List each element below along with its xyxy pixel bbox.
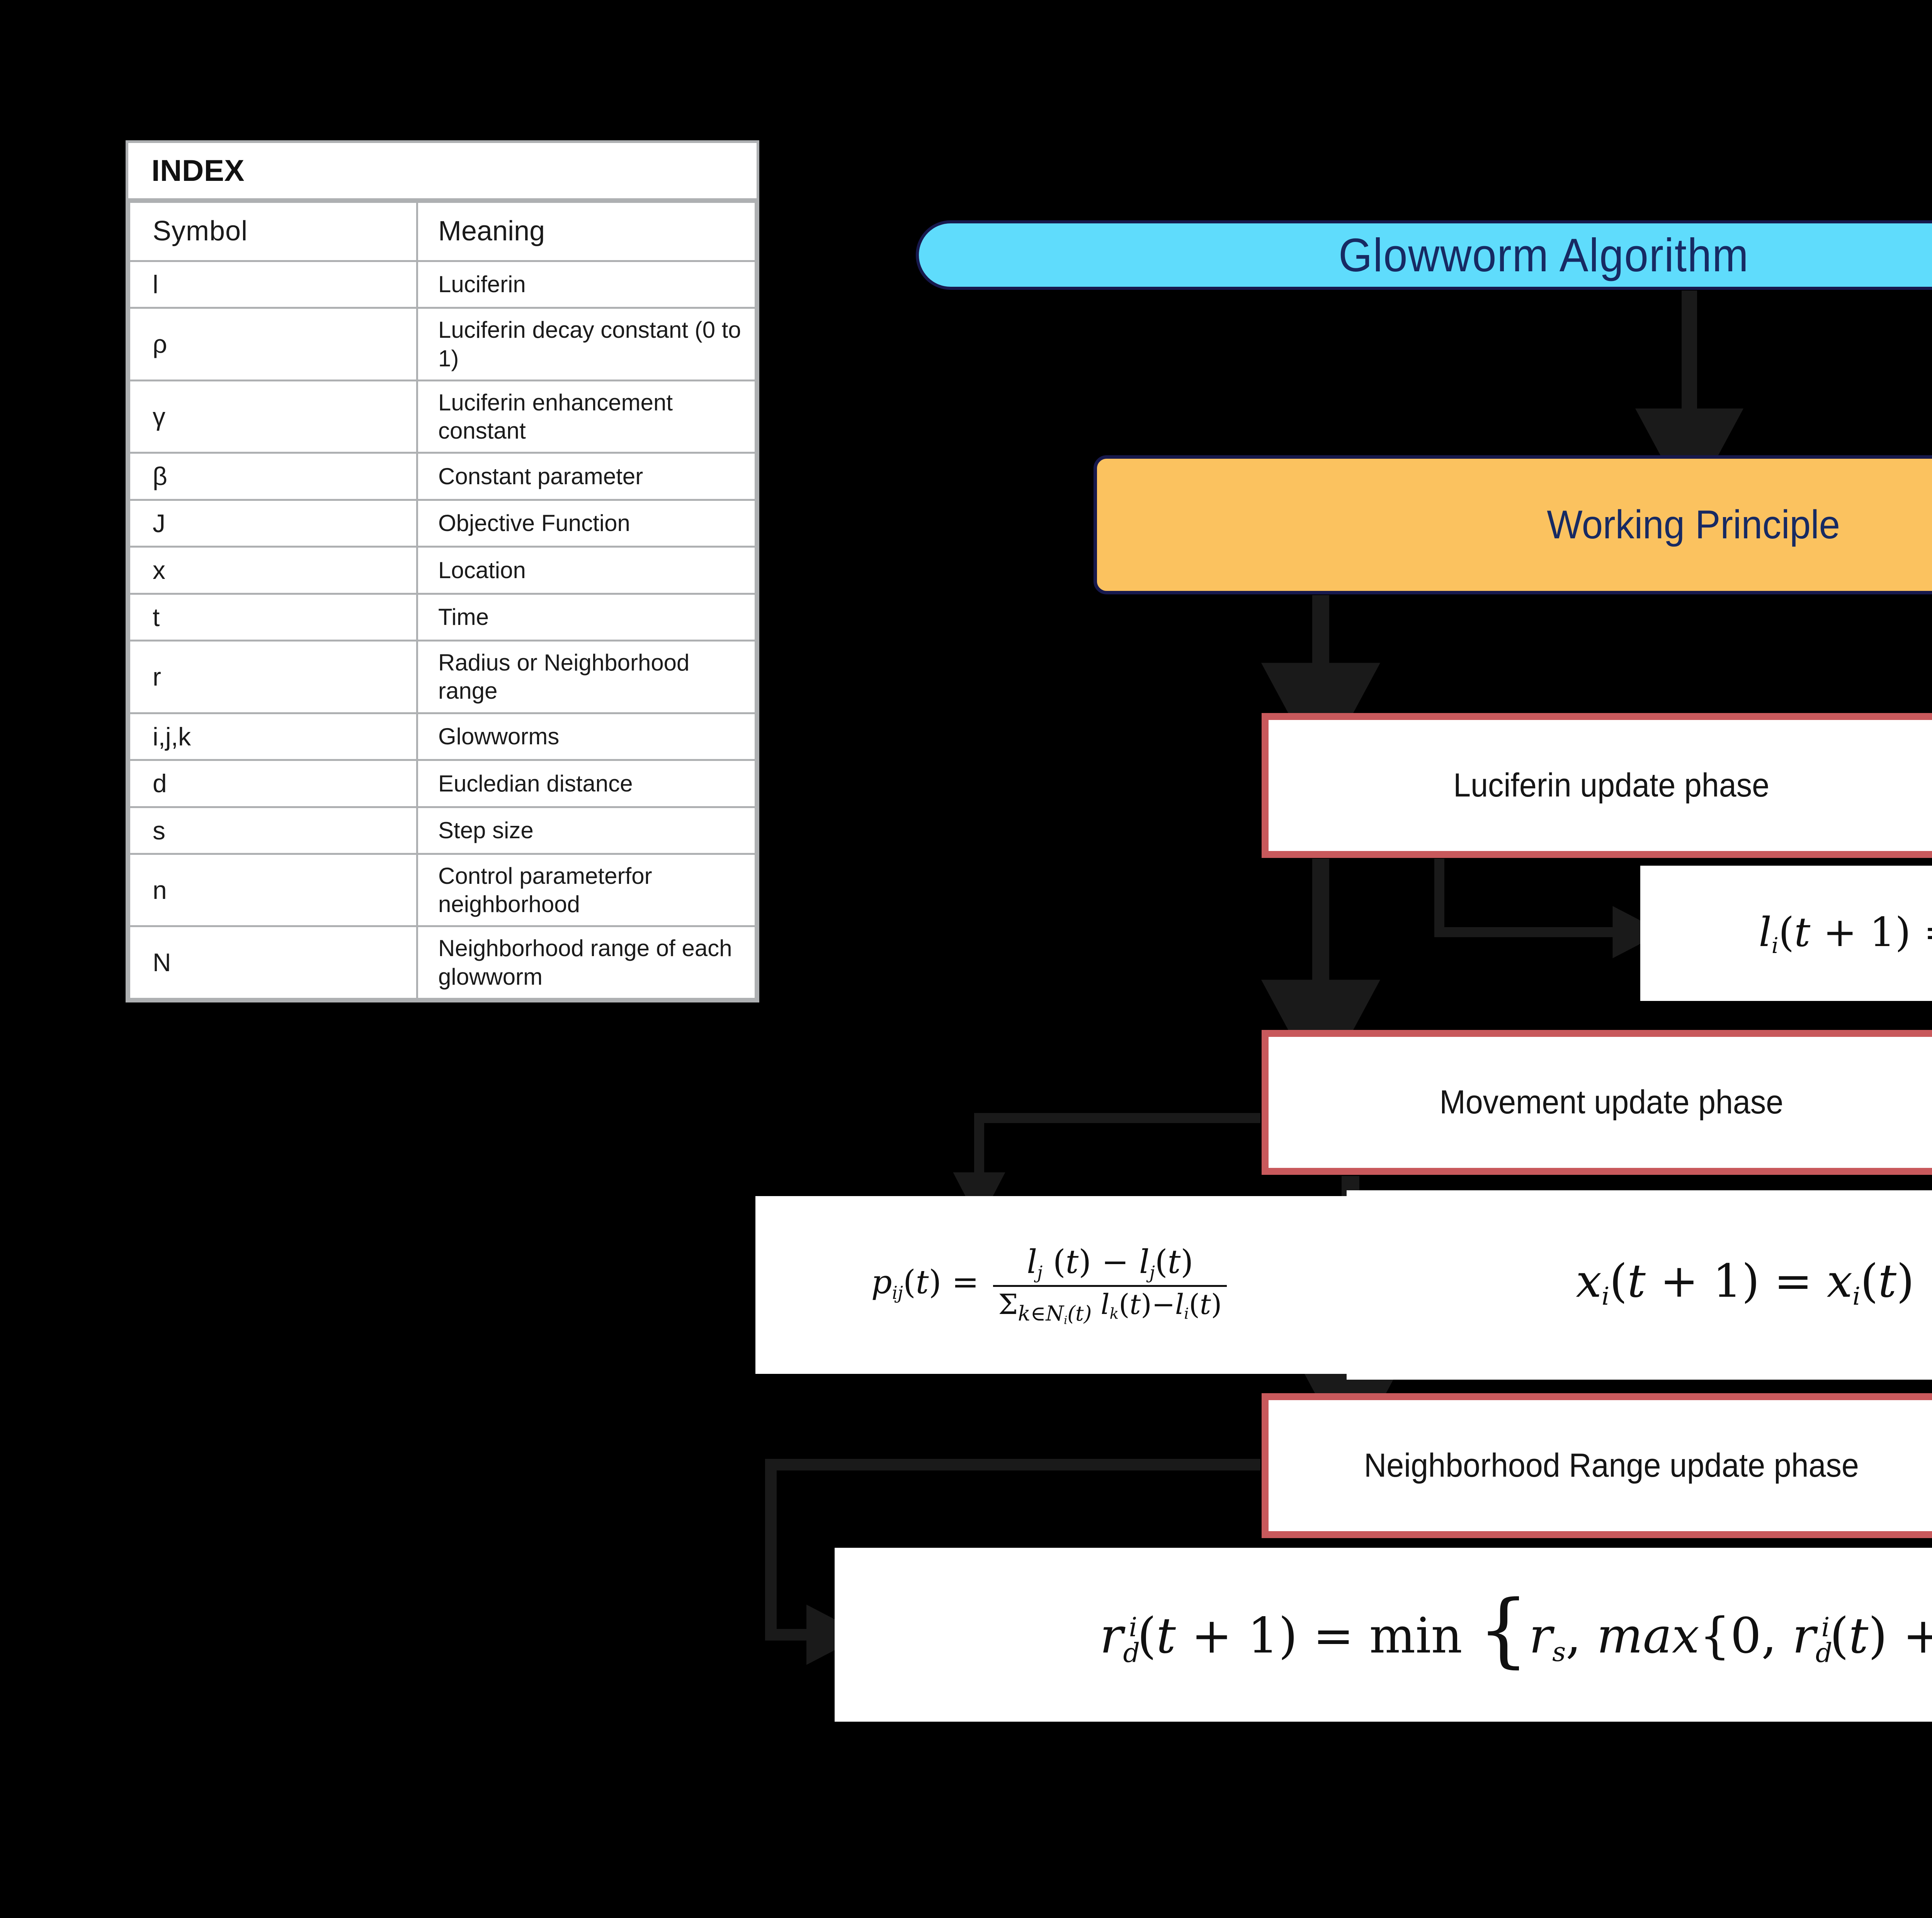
- row-symbol: d: [128, 759, 418, 808]
- equation-movement-update: xi(t + 1) = xi(t) + s [ xj (t)− xi(t) ‖x…: [1576, 1254, 1932, 1311]
- row-meaning: Neighborhood range of each glowworm: [416, 925, 757, 1000]
- phase-node-neighborhood: Neighborhood Range update phase: [1262, 1393, 1932, 1538]
- table-row: t Time: [128, 592, 757, 642]
- row-symbol: ρ: [128, 307, 418, 381]
- row-symbol: t: [128, 592, 418, 642]
- phase-node-luciferin: Luciferin update phase: [1262, 713, 1932, 858]
- row-meaning: Objective Function: [416, 499, 757, 548]
- row-symbol: J: [128, 499, 418, 548]
- table-row: x Location: [128, 546, 757, 595]
- row-meaning: Eucledian distance: [416, 759, 757, 808]
- row-meaning: Location: [416, 546, 757, 595]
- row-symbol: N: [128, 925, 418, 1000]
- table-row: γ Luciferin enhancement constant: [128, 379, 757, 454]
- column-header-symbol: Symbol: [128, 201, 418, 262]
- table-row: n Control parameterfor neighborhood: [128, 853, 757, 928]
- equation-panel-probability: pij(t) = lj (t) − lj(t) Σk∈Ni(t) lk(t)−l…: [755, 1196, 1347, 1374]
- table-row: d Eucledian distance: [128, 759, 757, 808]
- equation-panel-range-update: rdi(t + 1) = min {rs, max{0, rdi(t) + β(…: [835, 1548, 1932, 1722]
- row-meaning: Luciferin enhancement constant: [416, 379, 757, 454]
- working-principle-node: Working Principle: [1094, 455, 1932, 594]
- table-row: s Step size: [128, 806, 757, 855]
- phase-label: Neighborhood Range update phase: [1364, 1447, 1859, 1484]
- row-meaning: Luciferin: [416, 260, 757, 309]
- diagram-title-banner: Glowworm Algorithm: [916, 220, 1932, 290]
- row-symbol: x: [128, 546, 418, 595]
- symbol-meaning-table: Symbol Meaning l Luciferin ρ Luciferin d…: [128, 201, 757, 1000]
- equation-probability: pij(t) = lj (t) − lj(t) Σk∈Ni(t) lk(t)−l…: [871, 1243, 1231, 1327]
- index-table: INDEX Symbol Meaning l Luciferin ρ Lucif…: [126, 140, 759, 1002]
- phase-label: Movement update phase: [1439, 1084, 1783, 1121]
- table-row: l Luciferin: [128, 260, 757, 309]
- table-header-row: Symbol Meaning: [128, 201, 757, 262]
- table-row: ρ Luciferin decay constant (0 to 1): [128, 307, 757, 381]
- row-meaning: Glowworms: [416, 712, 757, 761]
- phase-label: Luciferin update phase: [1453, 767, 1770, 804]
- index-table-heading: INDEX: [128, 143, 757, 201]
- row-meaning: Step size: [416, 806, 757, 855]
- equation-range-update: rdi(t + 1) = min {rs, max{0, rdi(t) + β(…: [1100, 1583, 1932, 1677]
- equation-panel-luciferin-update: li(t + 1) = (1 − ρ)li(t) + γJ(xi(x + 1)): [1640, 866, 1932, 1001]
- table-row: N Neighborhood range of each glowworm: [128, 925, 757, 1000]
- equation-panel-movement-update: xi(t + 1) = xi(t) + s [ xj (t)− xi(t) ‖x…: [1347, 1190, 1932, 1380]
- row-meaning: Constant parameter: [416, 452, 757, 501]
- table-row: J Objective Function: [128, 499, 757, 548]
- row-meaning: Control parameterfor neighborhood: [416, 853, 757, 928]
- row-symbol: n: [128, 853, 418, 928]
- row-symbol: l: [128, 260, 418, 309]
- row-symbol: β: [128, 452, 418, 501]
- row-meaning: Radius or Neighborhood range: [416, 640, 757, 714]
- row-meaning: Time: [416, 592, 757, 642]
- table-row: r Radius or Neighborhood range: [128, 640, 757, 714]
- row-symbol: r: [128, 640, 418, 714]
- row-symbol: i,j,k: [128, 712, 418, 761]
- table-row: β Constant parameter: [128, 452, 757, 501]
- working-principle-label: Working Principle: [1547, 502, 1840, 547]
- page-title: Glowworm Algorithm: [1338, 229, 1749, 281]
- table-row: i,j,k Glowworms: [128, 712, 757, 761]
- phase-node-movement: Movement update phase: [1262, 1030, 1932, 1175]
- row-meaning: Luciferin decay constant (0 to 1): [416, 307, 757, 381]
- row-symbol: γ: [128, 379, 418, 454]
- column-header-meaning: Meaning: [416, 201, 757, 262]
- equation-luciferin-update: li(t + 1) = (1 − ρ)li(t) + γJ(xi(x + 1)): [1759, 908, 1932, 958]
- row-symbol: s: [128, 806, 418, 855]
